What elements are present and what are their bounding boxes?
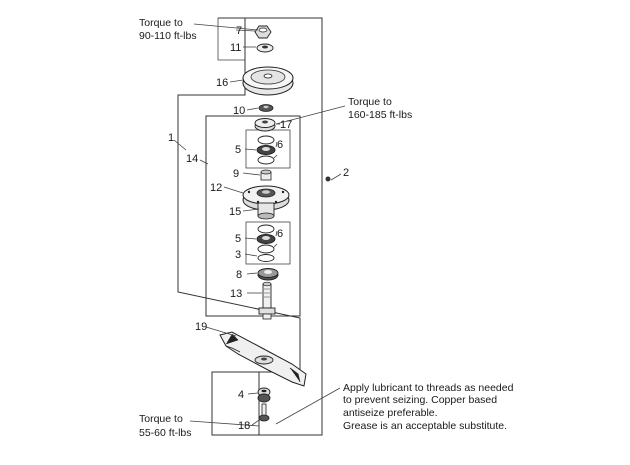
top-pulley-group-outline [217, 18, 245, 61]
bearing-group-lower-outline [245, 221, 291, 265]
torque-note-bottom-line1: Torque to [139, 413, 183, 425]
label-part-13: 13 [230, 288, 242, 300]
lubricant-note-line3: antiseize preferable. [343, 407, 438, 419]
label-part-11: 11 [230, 42, 241, 54]
label-part-3: 3 [235, 249, 241, 261]
bolt-part-18 [258, 403, 270, 422]
label-part-12: 12 [210, 182, 222, 194]
spindle-housing-part-12 [242, 185, 290, 220]
mower-blade-part-19 [219, 331, 307, 387]
label-part-6-lower: 6 [277, 228, 283, 240]
leader-lines [173, 23, 346, 427]
bearing-set-upper [256, 135, 276, 165]
label-part-17: 17 [280, 119, 292, 131]
spacer-part-10 [258, 104, 274, 112]
label-part-14: 14 [186, 153, 198, 165]
label-part-5-upper: 5 [235, 144, 241, 156]
torque-note-mid-line1: Torque to [348, 96, 392, 108]
lubricant-note-line4: Grease is an acceptable substitute. [343, 420, 507, 432]
label-part-9: 9 [233, 168, 239, 180]
label-part-1: 1 [168, 132, 174, 144]
spacer-part-9 [260, 169, 272, 181]
lubricant-note-line1: Apply lubricant to threads as needed [343, 382, 514, 394]
label-part-15: 15 [229, 206, 241, 218]
washer-part-11 [256, 43, 274, 53]
lubricant-note-line2: to prevent seizing. Copper based [343, 394, 497, 406]
label-part-5-lower: 5 [235, 233, 241, 245]
label-part-4: 4 [238, 389, 244, 401]
label-part-2: 2 [343, 167, 349, 179]
parts [219, 25, 331, 422]
label-part-8: 8 [236, 269, 242, 281]
label-part-7: 7 [236, 25, 242, 37]
bearing-set-lower [256, 224, 276, 262]
washer-part-4 [257, 387, 271, 403]
nut-part-7 [254, 25, 272, 39]
torque-note-top-line2: 90-110 ft-lbs [139, 30, 197, 42]
torque-note-bottom-line2: 55-60 ft-lbs [139, 427, 192, 439]
torque-note-mid-line2: 160-185 ft-lbs [348, 109, 412, 121]
bottom-bolt-group-outline [211, 371, 259, 436]
spindle-shaft-part-13 [258, 281, 276, 320]
grease-fitting-part-2 [325, 176, 331, 182]
part-labels: 7 11 16 10 17 1 14 5 6 2 9 12 15 5 6 3 8… [168, 25, 349, 432]
assembly-14-outline [205, 115, 301, 317]
label-part-6-upper: 6 [277, 139, 283, 151]
bearing-part-8 [257, 268, 279, 281]
cap-part-17 [254, 118, 276, 132]
torque-note-top-line1: Torque to [139, 17, 183, 29]
label-part-18: 18 [238, 420, 250, 432]
annotation-notes: Torque to 90-110 ft-lbs Torque to 160-18… [139, 17, 514, 439]
pulley-part-16 [242, 66, 294, 96]
label-part-19: 19 [195, 321, 207, 333]
label-part-10: 10 [233, 105, 245, 117]
label-part-16: 16 [216, 77, 228, 89]
